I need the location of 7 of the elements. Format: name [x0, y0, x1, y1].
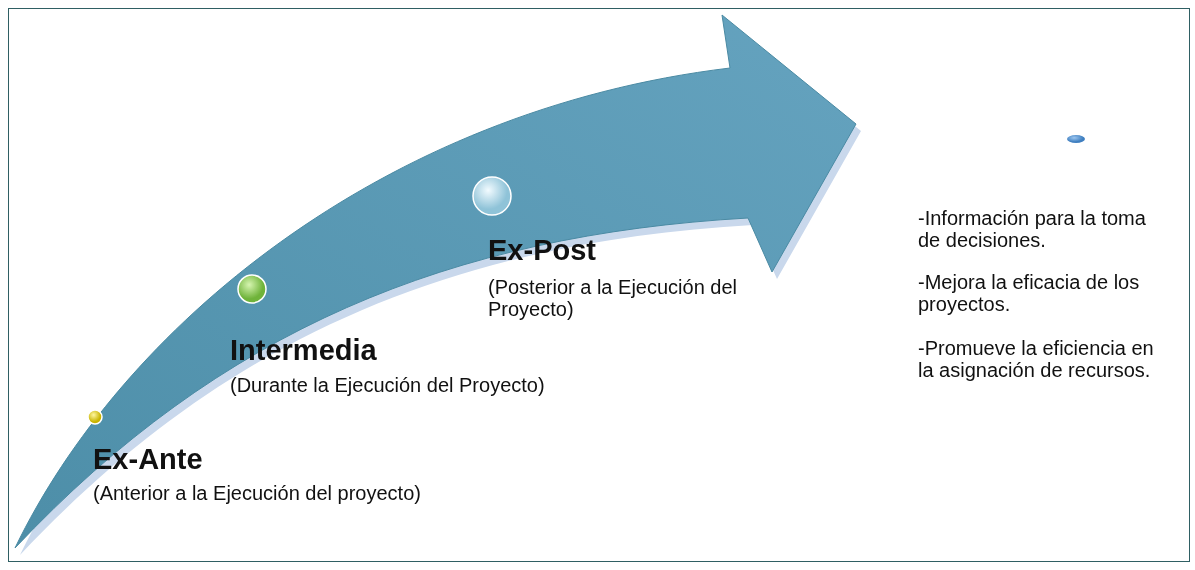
stage-description: (Posterior a la Ejecución del Proyecto)	[488, 276, 738, 321]
benefit-text: -Información para la toma de decisiones.	[918, 207, 1147, 252]
benefit-text: -Promueve la eficiencia en la asignación de recursos.	[918, 337, 1154, 382]
stage-description: (Durante la Ejecución del Proyecto)	[230, 374, 546, 397]
stage-heading: Ex-Post	[488, 234, 597, 267]
benefit-text: -Mejora la eficacia de los proyectos.	[918, 271, 1141, 316]
stage-description: (Anterior a la Ejecución del proyecto)	[93, 482, 422, 505]
